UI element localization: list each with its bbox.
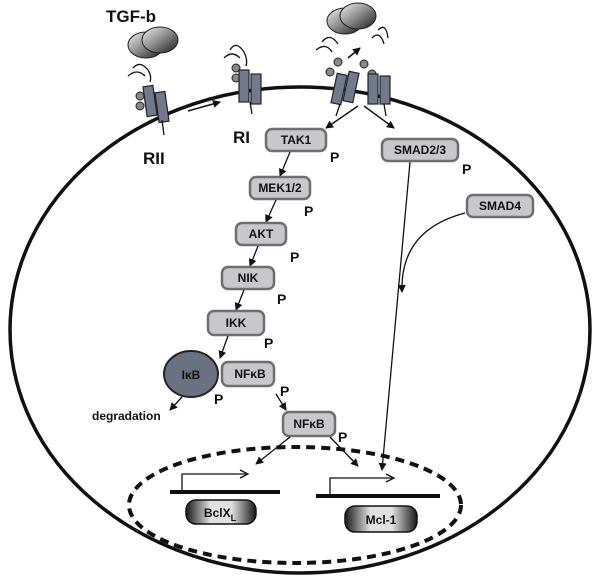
nfkb-bound-phospho: P (280, 383, 289, 399)
tgf-beta-ligand-icon (127, 26, 179, 59)
arrow-rii-to-ri (187, 100, 221, 112)
arrow-nfkb-to-bclx (255, 436, 291, 465)
smad23-phospho: P (462, 161, 471, 177)
smad23-node (380, 137, 460, 163)
akt-phospho: P (290, 249, 299, 265)
active-receptor-complex-icon (315, 26, 391, 117)
mek12-phospho: P (304, 203, 313, 219)
arrow-nik-to-ikk (234, 289, 245, 311)
ikk-phospho: P (264, 335, 273, 351)
smad4-node (465, 193, 535, 219)
rii-receptor-icon (127, 63, 170, 136)
bclx-label: BclXL (204, 506, 237, 523)
nucleus-outline (127, 445, 463, 565)
ikk-label: IKK (226, 316, 247, 330)
tak1-node (264, 127, 328, 153)
arrow-nfkb-to-mcl1 (329, 436, 359, 467)
arrow-mek12-to-akt (265, 199, 277, 223)
mcl1-label: Mcl-1 (366, 513, 397, 527)
nik-node (220, 265, 276, 291)
degradation-label: degradation (92, 409, 161, 423)
mek12-label: MEK1/2 (258, 181, 302, 195)
arrow-nfkb-release (275, 393, 287, 411)
rii-label: RII (143, 149, 165, 168)
nfkb-free-phospho: P (338, 429, 347, 445)
smad4-label: SMAD4 (479, 199, 521, 213)
akt-node (234, 221, 288, 247)
arrow-receptor-to-smad23 (363, 105, 395, 129)
bclx-main-text: BclX (204, 506, 231, 520)
cell-membrane (8, 85, 592, 575)
arrow-receptor-to-tak1 (325, 105, 359, 129)
ri-receptor-icon (223, 44, 262, 115)
mcl1-gene (316, 473, 440, 533)
nfkb-free-node (281, 410, 337, 438)
smad23-label: SMAD2/3 (394, 143, 446, 157)
ikb-label: IκB (182, 368, 201, 382)
mek12-node (248, 175, 312, 201)
nfkb-free-label: NFκB (293, 417, 325, 431)
arrow-ikb-to-degradation (169, 396, 183, 411)
bclx-subscript: L (231, 513, 237, 523)
nfkb-bound-node (220, 360, 276, 388)
ikb-node (163, 350, 219, 398)
nik-label: NIK (238, 271, 259, 285)
arrow-tak1-to-mek12 (279, 151, 291, 177)
ri-label: RI (233, 128, 250, 147)
tak1-label: TAK1 (281, 133, 312, 147)
arrow-smad4-join (397, 212, 466, 293)
nfkb-bound-label: NFκB (234, 367, 266, 381)
ikk-node (206, 309, 266, 337)
nik-phospho: P (277, 291, 286, 307)
tgf-beta-label: TGF-b (106, 7, 156, 26)
ikb-phospho: P (214, 391, 223, 407)
akt-label: AKT (249, 227, 274, 241)
arrow-ikk-to-ikb (218, 335, 229, 359)
tgf-beta-bound-ligand-icon (326, 2, 377, 35)
arrow-smad23-to-mcl1 (378, 161, 411, 471)
bclx-gene (170, 469, 280, 525)
arrow-akt-to-nik (248, 245, 259, 267)
tak1-phospho: P (330, 149, 339, 165)
